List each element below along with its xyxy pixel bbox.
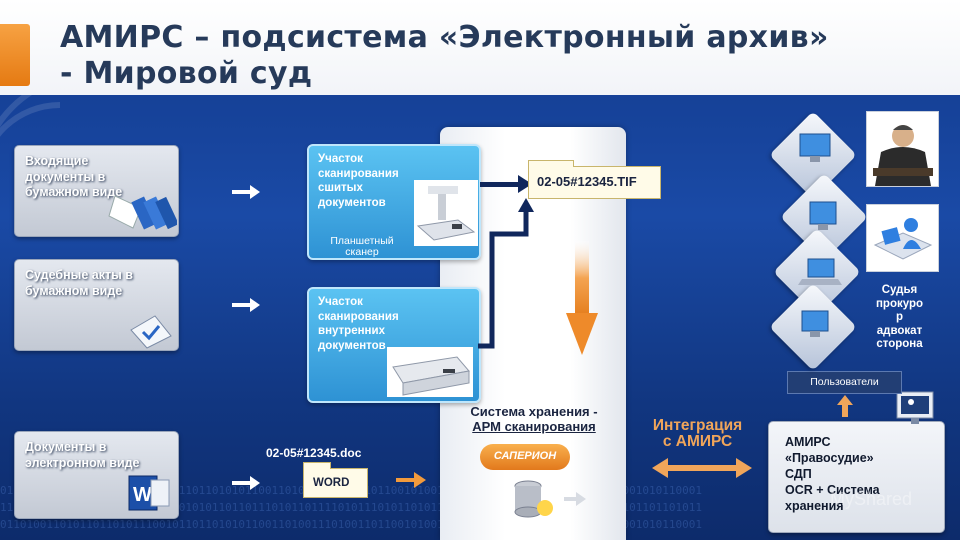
arrow-acts-to-scan bbox=[232, 298, 260, 312]
arrow-storage-out bbox=[564, 492, 586, 506]
database-icon bbox=[514, 480, 553, 518]
arrow-electronic-to-file bbox=[232, 476, 260, 490]
users-label: Пользователи bbox=[810, 376, 879, 388]
sheetfed-scanner-icon bbox=[387, 347, 473, 397]
office-worker-icon bbox=[867, 205, 938, 271]
amirs-line-2: «Правосудие» bbox=[785, 451, 874, 465]
storage-system-label: Система хранения - АРМ сканирования bbox=[443, 404, 625, 434]
amirs-label: АМИРС «Правосудие» СДП OCR + Система хра… bbox=[785, 434, 880, 514]
integration-arrow bbox=[652, 458, 752, 478]
flatbed-scanner-label: Планшетный сканер bbox=[330, 235, 394, 258]
role-prosecutor-part-2: р bbox=[895, 311, 904, 323]
input-court-acts-label: Судебные акты в бумажном виде bbox=[25, 268, 133, 298]
user-computer-icon bbox=[896, 391, 934, 424]
integration-line-1: Интеграция bbox=[652, 417, 743, 434]
amirs-line-1: АМИРС bbox=[785, 435, 831, 449]
arrow-amirs-to-users bbox=[837, 395, 853, 417]
document-check-icon bbox=[130, 315, 172, 349]
computer-icon bbox=[801, 310, 829, 337]
integration-label: Интеграция с АМИРС bbox=[635, 418, 760, 450]
header-bar: АМИРС – подсистема «Электронный архив» -… bbox=[0, 0, 960, 95]
tif-file-tag: 02-05#12345.TIF bbox=[528, 160, 661, 199]
input-incoming-paper: Входящие документы в бумажном виде bbox=[14, 145, 179, 237]
judge-icon bbox=[867, 112, 938, 186]
scan-area-internal-label: Участок сканирования внутренних документ… bbox=[318, 296, 399, 352]
storage-label-line-2: АРМ сканирования bbox=[472, 419, 596, 434]
computer-icon bbox=[799, 133, 831, 162]
title-line-2: - Мировой суд bbox=[60, 56, 313, 91]
computer-icon bbox=[809, 201, 837, 230]
scan-area-stitched-label: Участок сканирования сшитых документов bbox=[318, 153, 399, 209]
page-title: АМИРС – подсистема «Электронный архив» -… bbox=[60, 20, 829, 92]
arrow-internal-to-tif bbox=[478, 198, 534, 349]
svg-text:W: W bbox=[133, 484, 152, 506]
judge-photo bbox=[866, 111, 939, 187]
saperion-logo-text: САПЕРИОН bbox=[493, 450, 557, 462]
word-file-label: WORD bbox=[313, 477, 350, 489]
flatbed-scanner-icon bbox=[414, 180, 478, 246]
laptop-icon bbox=[798, 258, 842, 285]
input-electronic: Документы в электронном виде W bbox=[14, 431, 179, 519]
saperion-logo: САПЕРИОН bbox=[480, 444, 570, 470]
user-roles: Судья прокуро р адвокат сторона bbox=[862, 284, 937, 352]
role-judge: Судья bbox=[881, 284, 918, 296]
arrow-scan-to-tif bbox=[480, 175, 532, 193]
arrow-incoming-to-scan bbox=[232, 185, 260, 199]
role-lawyer: адвокат bbox=[876, 324, 923, 337]
integration-line-2: с АМИРС bbox=[662, 433, 733, 450]
header-accent-tab bbox=[0, 24, 30, 86]
role-prosecutor-part-1: прокуро bbox=[875, 297, 924, 310]
amirs-line-5: хранения bbox=[785, 499, 844, 513]
amirs-line-3: СДП bbox=[785, 467, 812, 481]
word-file-tag: WORD bbox=[303, 462, 368, 498]
input-court-acts: Судебные акты в бумажном виде bbox=[14, 259, 179, 351]
word-doc-icon: W bbox=[128, 475, 170, 511]
amirs-line-4: OCR + Система bbox=[785, 483, 880, 497]
worker-photo bbox=[866, 204, 939, 272]
input-incoming-label: Входящие документы в бумажном виде bbox=[25, 154, 123, 199]
role-party: сторона bbox=[876, 338, 923, 350]
users-label-box: Пользователи bbox=[787, 371, 902, 394]
amirs-system-box: АМИРС «Правосудие» СДП OCR + Система хра… bbox=[768, 391, 945, 533]
tif-file-name: 02-05#12345.TIF bbox=[537, 174, 637, 189]
watermark: MyShared bbox=[830, 489, 913, 509]
tif-file-tab bbox=[528, 160, 574, 167]
input-electronic-label: Документы в электронном виде bbox=[25, 440, 140, 470]
title-line-1: АМИРС – подсистема «Электронный архив» bbox=[60, 20, 829, 55]
scan-area-stitched: Участок сканирования сшитых документов П… bbox=[307, 144, 481, 260]
doc-file-name: 02-05#12345.doc bbox=[266, 446, 362, 460]
scan-area-internal: Участок сканирования внутренних документ… bbox=[307, 287, 481, 403]
arrow-to-storage bbox=[566, 241, 598, 355]
decorative-grid bbox=[0, 95, 61, 137]
arrow-doc-to-storage bbox=[396, 472, 426, 488]
storage-label-line-1: Система хранения - bbox=[470, 404, 598, 419]
binders-icon bbox=[108, 195, 177, 230]
word-file-tab bbox=[303, 462, 331, 469]
